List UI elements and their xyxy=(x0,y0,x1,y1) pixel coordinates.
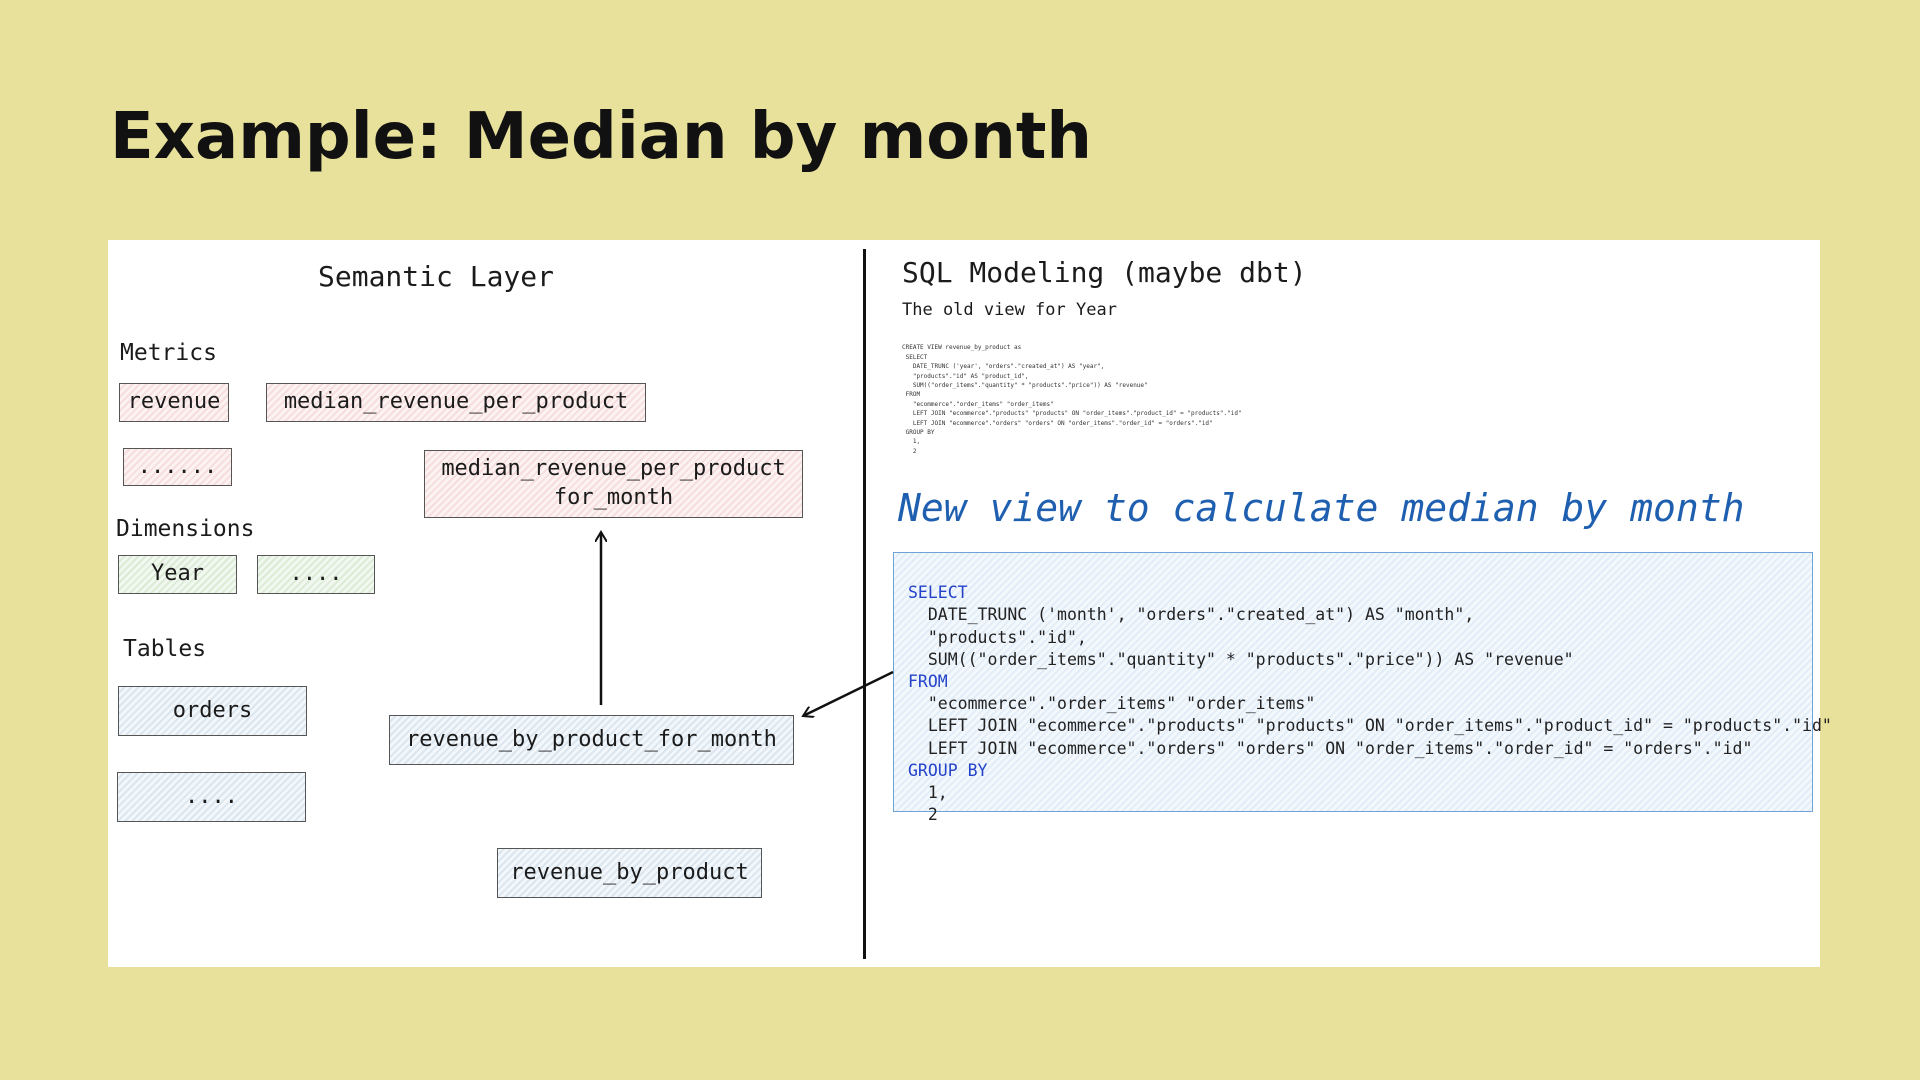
old-sql-line: SUM(("order_items"."quantity" * "product… xyxy=(902,382,1148,390)
slide-title: Example: Median by month xyxy=(110,100,1092,174)
new-view-sql-box xyxy=(893,552,1813,812)
new-view-label: New view to calculate median by month xyxy=(898,486,1745,530)
table-revenue-by-product-for-month: revenue_by_product_for_month xyxy=(389,715,794,765)
sql-line: "products"."id", xyxy=(908,627,1087,647)
old-view-sql: CREATE VIEW revenue_by_product as SELECT… xyxy=(902,334,1242,466)
dimensions-label: Dimensions xyxy=(116,516,255,542)
metric-more: ...... xyxy=(123,448,232,486)
sql-line: 2 xyxy=(908,805,938,825)
old-sql-line: DATE_TRUNC ('year', "orders"."created_at… xyxy=(902,363,1105,371)
sql-line: GROUP BY xyxy=(908,760,988,780)
sql-line: "ecommerce"."order_items" "order_items" xyxy=(908,694,1316,714)
sql-line: SELECT xyxy=(908,583,968,603)
old-sql-line: 1, xyxy=(902,438,921,446)
dimension-year: Year xyxy=(118,555,237,594)
panel-divider xyxy=(863,249,866,959)
old-view-label: The old view for Year xyxy=(902,300,1117,320)
old-sql-line: LEFT JOIN "ecommerce"."products" "produc… xyxy=(902,410,1242,418)
sql-line: SUM(("order_items"."quantity" * "product… xyxy=(908,649,1574,669)
table-more: .... xyxy=(117,772,306,822)
metric-median-revenue-per-product-for-month: median_revenue_per_product for_month xyxy=(424,450,803,518)
metrics-label: Metrics xyxy=(120,340,217,366)
sql-line: LEFT JOIN "ecommerce"."orders" "orders" … xyxy=(908,738,1753,758)
old-sql-line: SELECT xyxy=(902,353,928,361)
semantic-layer-heading: Semantic Layer xyxy=(318,260,555,293)
dimension-more: .... xyxy=(257,555,375,594)
table-orders: orders xyxy=(118,686,307,736)
old-sql-line: FROM xyxy=(902,391,921,399)
sql-line: LEFT JOIN "ecommerce"."products" "produc… xyxy=(908,716,1832,736)
arrow-sql-to-month-model xyxy=(803,670,894,716)
tables-label: Tables xyxy=(123,636,207,662)
new-view-sql: SELECT DATE_TRUNC ('month', "orders"."cr… xyxy=(908,560,1832,849)
old-sql-line: CREATE VIEW revenue_by_product as xyxy=(902,344,1022,352)
sql-line: 1, xyxy=(908,783,948,803)
metric-revenue: revenue xyxy=(119,383,229,422)
old-sql-line: GROUP BY xyxy=(902,429,935,437)
old-sql-line: "products"."id" AS "product_id", xyxy=(902,372,1029,380)
old-sql-line: LEFT JOIN "ecommerce"."orders" "orders" … xyxy=(902,419,1213,427)
old-sql-line: 2 xyxy=(902,447,917,455)
sql-line: DATE_TRUNC ('month', "orders"."created_a… xyxy=(908,605,1475,625)
table-revenue-by-product: revenue_by_product xyxy=(497,848,762,898)
old-sql-line: "ecommerce"."order_items" "order_items" xyxy=(902,400,1054,408)
sql-line: FROM xyxy=(908,672,948,692)
metric-median-revenue-per-product: median_revenue_per_product xyxy=(266,383,646,422)
sql-modeling-heading: SQL Modeling (maybe dbt) xyxy=(902,256,1307,289)
